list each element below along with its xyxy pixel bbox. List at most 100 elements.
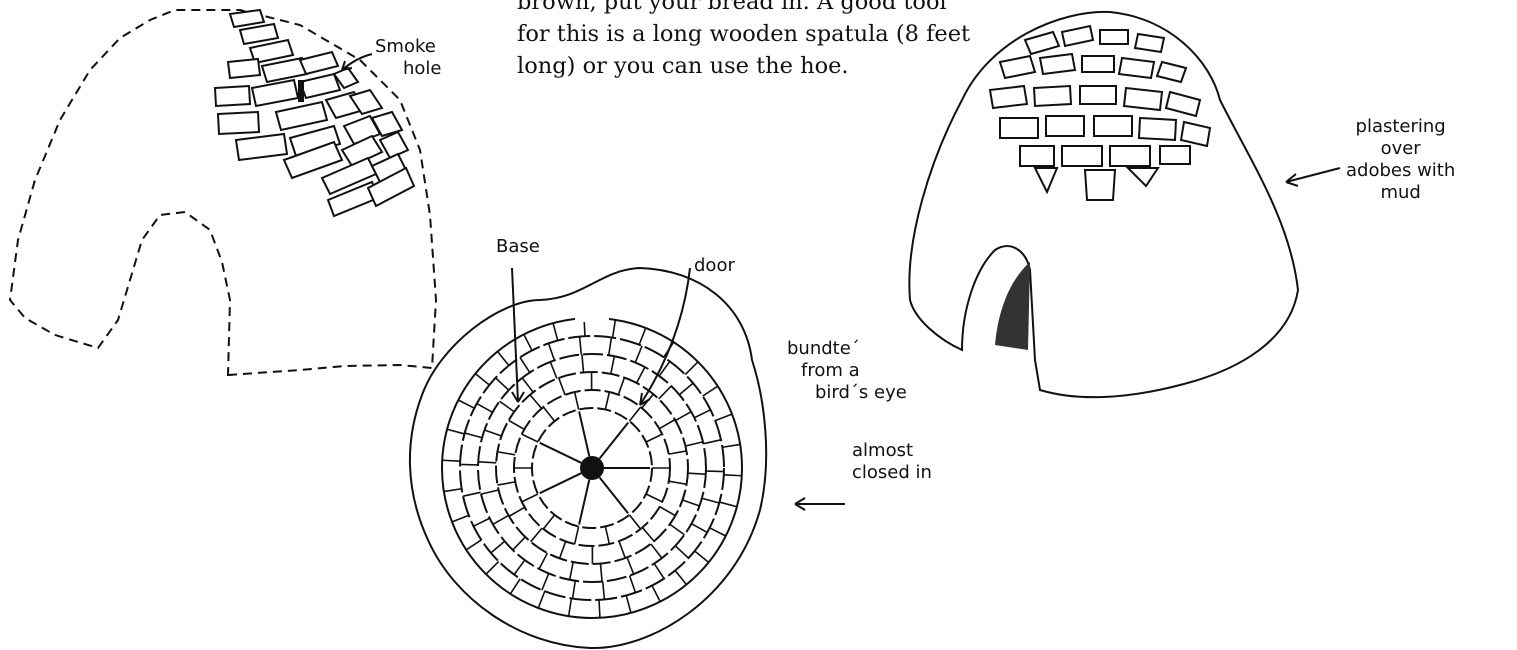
brick-seam — [629, 515, 640, 529]
brick-seam — [522, 494, 538, 502]
brick-seam — [675, 571, 686, 585]
exposed-adobes — [990, 26, 1210, 200]
brick-seam — [618, 378, 624, 395]
brick-seam — [626, 595, 631, 612]
plastered-oven-drawing — [909, 12, 1340, 397]
brick-seam — [691, 524, 707, 533]
plastering-label: plastering over adobes with mud — [1346, 116, 1455, 204]
brick-seam — [669, 481, 687, 484]
brick-seam — [702, 498, 719, 503]
brick-seam — [553, 323, 558, 340]
brick-seam — [694, 410, 710, 418]
inner-stone-seam — [540, 473, 581, 493]
brick-seam — [452, 515, 469, 521]
inner-stone-seam — [540, 443, 581, 463]
birds-eye-label-line-2: from a — [787, 360, 907, 382]
partial-oven-drawing — [10, 10, 436, 375]
brick-seam — [500, 401, 515, 412]
brick-seam — [703, 386, 718, 396]
plastering-arrow — [1286, 168, 1340, 186]
brick-seam — [627, 557, 634, 574]
brick-seam — [498, 351, 509, 365]
brick-seam — [575, 392, 579, 410]
brick-seam — [465, 433, 482, 438]
brick-seam — [679, 383, 693, 395]
birds-eye-label: bundte´ from a bird´s eye — [787, 338, 907, 404]
brick-seam — [442, 460, 460, 461]
brick-seam — [685, 362, 698, 375]
brick-seam — [458, 400, 474, 408]
brick-seam — [463, 492, 481, 496]
door-label: door — [694, 255, 735, 277]
brick-seam — [539, 553, 547, 569]
smoke-hole-label-line-2: hole — [375, 58, 442, 80]
brick-seam — [498, 482, 516, 485]
brick-seam — [491, 541, 505, 553]
smoke-hole-label-line-1: Smoke — [375, 36, 442, 58]
brick-seam — [670, 524, 685, 535]
brick-seam — [496, 378, 509, 390]
brick-seam — [573, 581, 576, 599]
brick-seam — [685, 442, 703, 446]
brick-seam — [652, 586, 660, 602]
brick-seam — [514, 560, 525, 575]
brick-seam — [522, 434, 538, 442]
brick-seam — [570, 562, 574, 580]
brick-seam — [560, 541, 566, 558]
brick-seam — [675, 412, 691, 421]
brick-seam — [599, 600, 600, 618]
inner-stone-seam — [579, 480, 589, 525]
brick-seam — [613, 320, 616, 338]
brick-seam — [542, 573, 549, 590]
brick-seam — [646, 434, 662, 442]
smoke-hole-gap — [298, 80, 304, 102]
base-label: Base — [496, 236, 540, 258]
brick-seam — [477, 404, 493, 413]
smoke-hole-label: Smoke hole — [375, 36, 442, 80]
brick-seam — [695, 551, 709, 562]
brick-seam — [466, 540, 481, 550]
brick-seam — [703, 440, 721, 444]
brick-seam — [520, 357, 530, 372]
plastering-label-line-4: mud — [1346, 182, 1455, 204]
brick-seam — [513, 537, 526, 550]
brick-seam — [660, 507, 676, 516]
smoke-hole-arrow — [342, 54, 372, 70]
brick-seam — [710, 528, 726, 536]
brick-seam — [675, 546, 688, 558]
brick-seam — [530, 395, 542, 409]
inner-stone-seam — [599, 423, 628, 459]
brick-seam — [630, 576, 636, 593]
brick-seam — [531, 528, 543, 542]
brick-seam — [474, 518, 490, 526]
brick-seam — [559, 378, 565, 395]
brick-seam — [669, 451, 687, 454]
brick-seam — [493, 515, 509, 524]
brick-seam — [582, 354, 584, 372]
brick-seam — [605, 526, 609, 544]
brick-seam — [580, 337, 582, 355]
brick-seam — [543, 407, 554, 421]
brick-seam — [639, 328, 645, 345]
brick-seam — [447, 429, 464, 434]
brick-seam — [688, 473, 706, 474]
brick-seam — [510, 579, 520, 594]
brick-seam — [444, 489, 462, 492]
brick-seam — [485, 430, 502, 436]
brick-seam — [522, 378, 533, 392]
brick-seam — [486, 561, 499, 574]
brick-seam — [481, 490, 499, 494]
brick-seam — [637, 367, 645, 383]
brick-seam — [509, 507, 525, 516]
brick-seam — [629, 407, 640, 421]
plastering-label-line-3: adobes with — [1346, 160, 1455, 182]
central-opening — [580, 456, 604, 480]
brick-seam — [549, 343, 555, 360]
brick-seam — [543, 515, 554, 529]
brick-seam — [724, 475, 742, 476]
plastering-label-line-2: over — [1346, 138, 1455, 160]
brick-seam — [509, 420, 525, 429]
door-shadow — [995, 262, 1030, 350]
brick-seam — [524, 334, 532, 350]
